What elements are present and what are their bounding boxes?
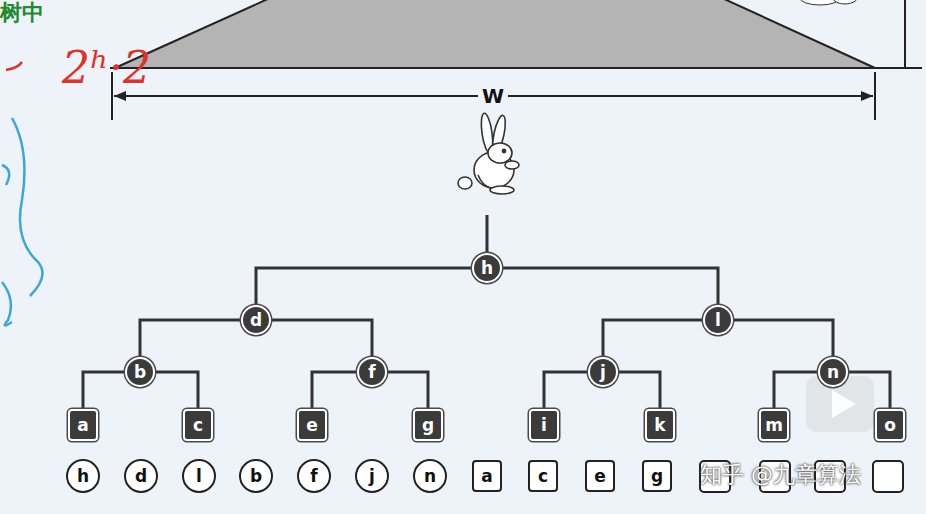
tree-edge (733, 320, 833, 357)
heading-fragment: 树中 (0, 2, 44, 24)
node-letter: n (827, 364, 839, 381)
node-letter: h (77, 468, 89, 485)
hidden-cells (700, 461, 903, 492)
tree-edge (848, 372, 890, 409)
node-letter: c (538, 468, 548, 485)
scribble (2, 165, 9, 185)
tree-edge (312, 372, 357, 409)
tree-edge (256, 268, 472, 305)
node-letter: m (765, 417, 783, 434)
node-letter: f (368, 364, 375, 381)
scribble (6, 62, 22, 70)
tree-node: l (703, 305, 733, 335)
root-stem (486, 215, 489, 252)
array-square: c (528, 460, 558, 492)
node-letter: l (196, 468, 202, 485)
node-letter: d (250, 312, 262, 329)
node-letter: g (422, 417, 434, 434)
array-circle: l (182, 459, 216, 493)
tree-edge (140, 320, 241, 357)
tree-node: n (818, 357, 848, 387)
node-letter: a (481, 468, 492, 485)
scribble (2, 282, 12, 326)
array-circle: h (66, 459, 100, 493)
node-letter: k (654, 417, 665, 434)
tree-edge (618, 372, 660, 409)
arrowhead (114, 91, 126, 101)
leaf-node: a (68, 409, 98, 441)
dimension-label: W (478, 86, 508, 106)
dimension-tick (874, 72, 876, 120)
tree-triangle (115, 0, 875, 68)
node-letter: h (481, 260, 493, 277)
tree-edge (502, 268, 718, 305)
tree-edge (271, 320, 372, 357)
tree-edge (387, 372, 428, 409)
leaf-node: m (759, 409, 789, 441)
leaf-node: c (183, 409, 213, 441)
leaf-node: g (413, 409, 443, 441)
node-letter: c (193, 417, 203, 434)
node-letter: e (594, 468, 606, 485)
node-letter: j (600, 364, 606, 381)
formula-note: 2ʰ·2 (62, 46, 151, 90)
array-square: a (472, 460, 502, 492)
array-circle: b (239, 459, 273, 493)
array-square: e (585, 460, 615, 492)
array-circle: f (297, 459, 331, 493)
node-letter: o (884, 417, 896, 434)
node-letter: j (369, 468, 375, 485)
node-letter: e (306, 417, 318, 434)
array-circle: d (124, 459, 158, 493)
node-letter: d (135, 468, 147, 485)
figure-fragment (833, 0, 857, 4)
leaf-node: k (645, 409, 675, 441)
node-letter: a (77, 417, 88, 434)
array-square: g (642, 460, 672, 492)
tree-edge (544, 372, 588, 409)
rabbit-illustration (458, 112, 519, 194)
tree-node: h (472, 253, 502, 283)
tree-edge (83, 372, 125, 409)
height-line (904, 0, 906, 68)
tree-edge (155, 372, 198, 409)
scribble (12, 118, 43, 296)
tree-node: b (125, 357, 155, 387)
node-letter: i (541, 417, 547, 434)
tree-node: j (588, 357, 618, 387)
tree-node: d (241, 305, 271, 335)
array-circle: j (355, 459, 389, 493)
arrowhead (861, 91, 873, 101)
node-letter: l (715, 312, 721, 329)
node-letter: g (651, 468, 663, 485)
node-letter: f (310, 468, 317, 485)
tree-edge (603, 320, 703, 357)
node-letter: n (424, 468, 436, 485)
tree-node: f (357, 357, 387, 387)
leaf-node: i (529, 409, 559, 441)
leaf-node: o (875, 409, 905, 441)
array-circle: n (413, 459, 447, 493)
tree-edge (774, 372, 818, 409)
watermark: 知乎 @九章算法 (700, 464, 861, 486)
baseline (110, 67, 922, 69)
leaf-node: e (297, 409, 327, 441)
node-letter: b (134, 364, 146, 381)
node-letter: b (250, 468, 262, 485)
